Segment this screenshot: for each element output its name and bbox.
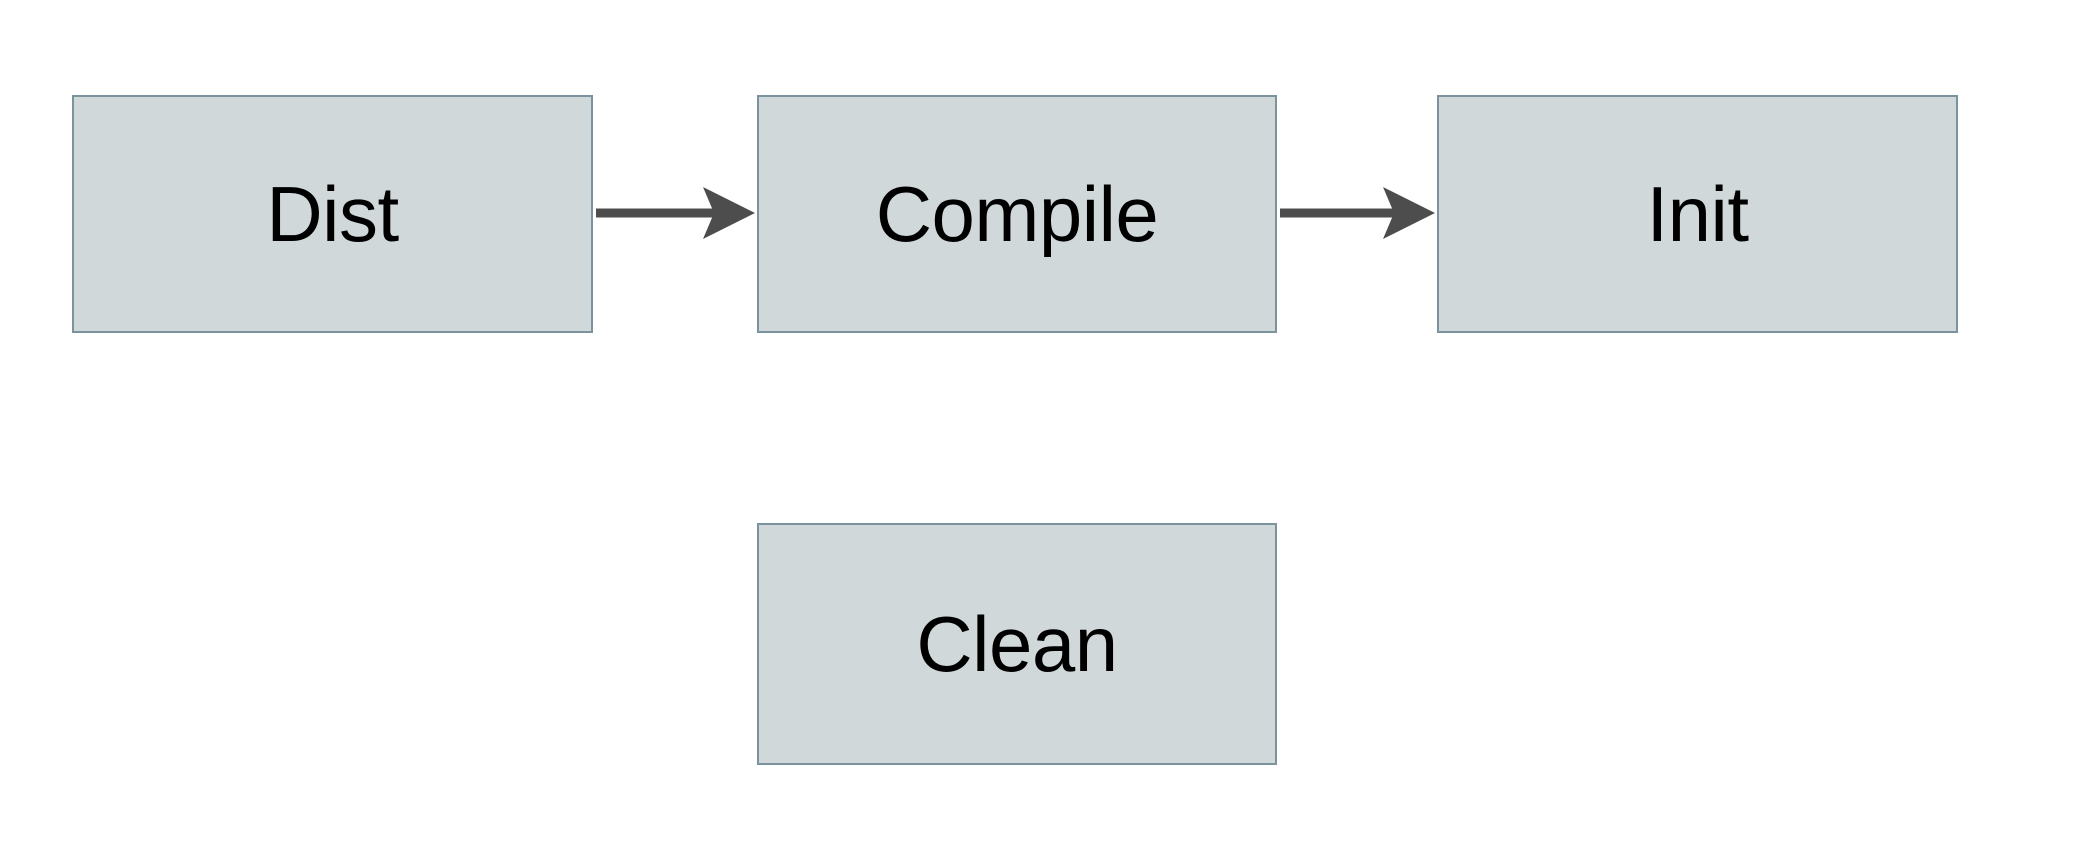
node-compile-label: Compile: [875, 170, 1159, 258]
edge-dist-to-compile[interactable]: [596, 187, 755, 239]
edge-compile-to-init[interactable]: [1280, 187, 1435, 239]
node-init[interactable]: Init: [1437, 95, 1958, 333]
edge-dist-to-compile-arrowhead: [703, 187, 755, 239]
node-clean-label: Clean: [916, 600, 1118, 688]
node-dist[interactable]: Dist: [72, 95, 593, 333]
node-init-label: Init: [1646, 170, 1749, 258]
node-dist-label: Dist: [266, 170, 399, 258]
node-compile[interactable]: Compile: [757, 95, 1277, 333]
edge-compile-to-init-arrowhead: [1383, 187, 1435, 239]
node-clean[interactable]: Clean: [757, 523, 1277, 765]
